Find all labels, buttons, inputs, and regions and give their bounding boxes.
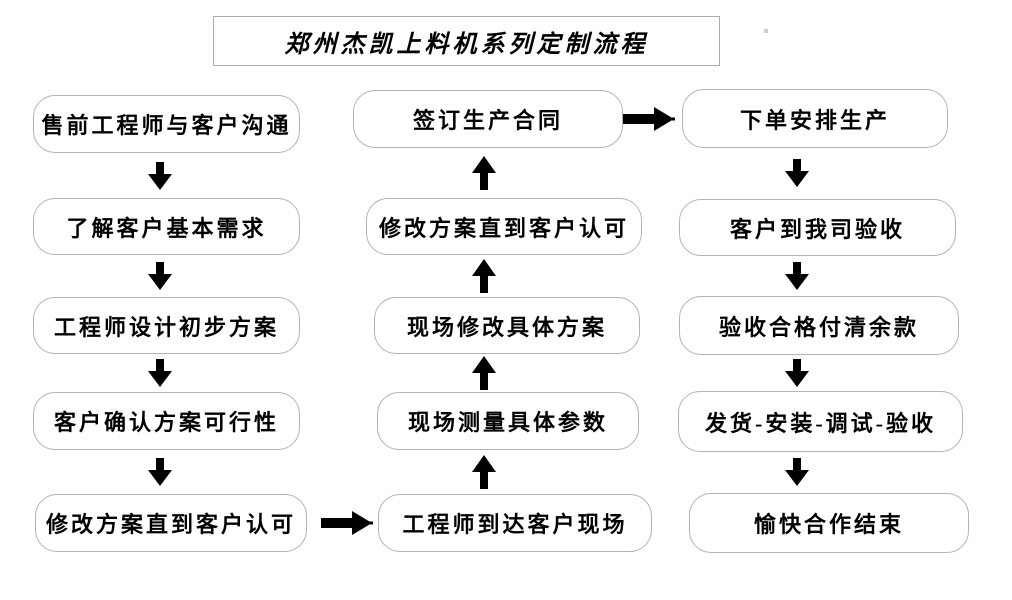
flow-step-left-5: 修改方案直到客户认可 [35,494,307,552]
flow-step-middle-2: 修改方案直到客户认可 [366,198,642,255]
flowchart-title: 郑州杰凯上料机系列定制流程 [284,31,649,58]
up-arrow-icon [472,455,496,489]
flow-step-left-1: 售前工程师与客户沟通 [33,95,300,153]
down-arrow-icon [148,162,172,190]
flow-step-left-4: 客户确认方案可行性 [33,392,300,450]
down-arrow-icon [785,458,809,486]
flowchart-title-box: 郑州杰凯上料机系列定制流程 [213,16,720,66]
flow-step-middle-5: 工程师到达客户现场 [378,494,652,552]
down-arrow-icon [148,458,172,486]
down-arrow-icon [785,262,809,290]
down-arrow-icon [148,262,172,290]
flow-step-left-3: 工程师设计初步方案 [33,297,300,354]
down-arrow-icon [785,359,809,387]
flow-step-right-3: 验收合格付清余款 [679,296,959,355]
flow-step-middle-3: 现场修改具体方案 [374,297,640,354]
flow-step-left-2: 了解客户基本需求 [33,198,300,255]
flow-step-right-2: 客户到我司验收 [679,199,956,256]
stray-dot [764,29,768,33]
flow-step-middle-1: 签订生产合同 [353,90,623,148]
flow-step-middle-4: 现场测量具体参数 [377,392,639,450]
right-arrow-icon [321,511,373,535]
up-arrow-icon [472,356,496,390]
down-arrow-icon [148,359,172,387]
flow-step-right-5: 愉快合作结束 [689,493,969,553]
right-arrow-icon [623,107,675,131]
down-arrow-icon [785,159,809,187]
flow-step-right-4: 发货-安装-调试-验收 [678,391,963,452]
up-arrow-icon [472,259,496,293]
flow-step-right-1: 下单安排生产 [682,89,948,148]
up-arrow-icon [472,156,496,190]
